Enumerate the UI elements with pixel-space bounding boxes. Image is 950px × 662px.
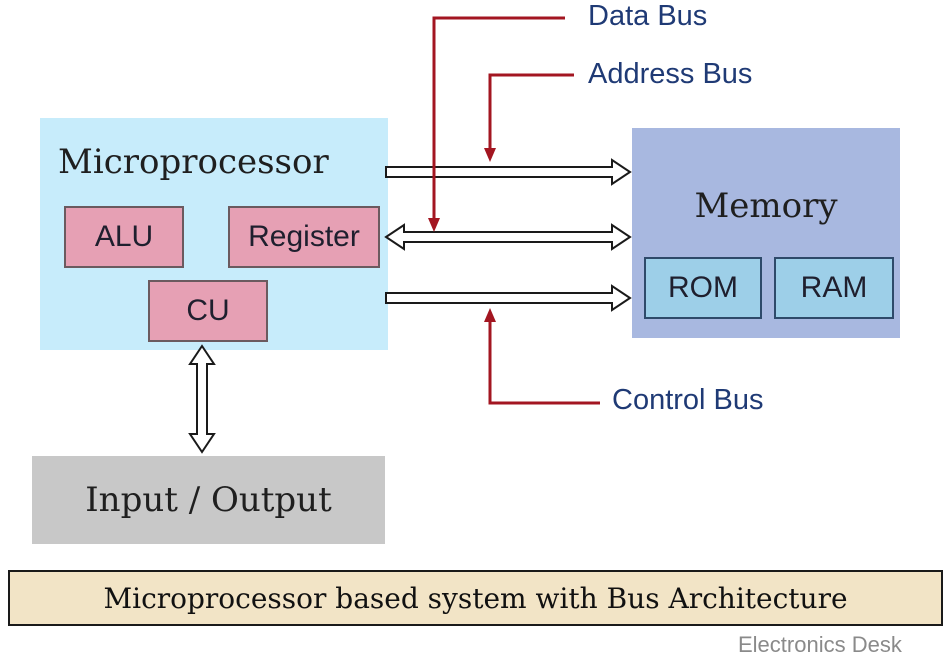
- data-bus-arrow: [384, 223, 632, 251]
- input-output-block: Input / Output: [32, 456, 385, 544]
- credit-text: Electronics Desk: [738, 632, 902, 657]
- address-bus-label: Address Bus: [588, 58, 753, 90]
- control-bus-pointer-head: [484, 308, 496, 322]
- data-bus-label: Data Bus: [588, 0, 708, 32]
- address-bus-arrow: [385, 158, 632, 186]
- register-unit: Register: [228, 206, 380, 268]
- data-bus-pointer-head: [428, 218, 440, 232]
- ram-unit: RAM: [774, 257, 894, 319]
- control-bus-label: Control Bus: [612, 384, 764, 416]
- rom-unit: ROM: [644, 257, 762, 319]
- address-bus-pointer-head: [484, 148, 496, 162]
- microprocessor-title: Microprocessor: [58, 142, 329, 182]
- io-bus-arrow: [188, 344, 216, 454]
- data-bus-pointer: [432, 16, 565, 222]
- control-bus-arrow: [385, 284, 632, 312]
- control-unit: CU: [148, 280, 268, 342]
- address-bus-pointer: [488, 73, 574, 152]
- diagram-caption: Microprocessor based system with Bus Arc…: [8, 570, 943, 626]
- control-bus-pointer: [488, 318, 600, 405]
- alu-unit: ALU: [64, 206, 184, 268]
- memory-title: Memory: [694, 186, 838, 226]
